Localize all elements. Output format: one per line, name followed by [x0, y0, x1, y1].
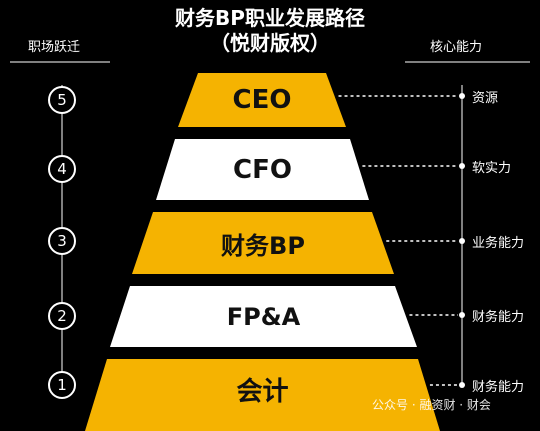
skill-connector-dot [459, 93, 465, 99]
core-skill-label: 财务能力 [472, 310, 525, 325]
skill-connectors [338, 93, 465, 388]
tier-label: CFO [233, 154, 292, 185]
tier-label: FP&A [226, 302, 301, 331]
skill-connector-dot [459, 382, 465, 388]
core-skill-label: 财务能力 [472, 380, 525, 395]
tier-label: CEO [232, 85, 292, 115]
right-column-header: 核心能力 [430, 40, 483, 55]
diagram-subtitle: （悦财版权） [210, 31, 330, 55]
step-number-badge: 2 [48, 302, 76, 330]
step-number-badge: 1 [48, 371, 76, 399]
skill-connector-dot [459, 163, 465, 169]
tier-label: 财务BP [221, 231, 305, 260]
watermark-text: 公众号 · 融资财 · 财会 [372, 398, 491, 412]
tier-shape-4 [110, 286, 417, 347]
tier-shape-5 [85, 359, 440, 431]
diagram-title: 财务BP职业发展路径 [175, 6, 365, 30]
tier-shape-2 [156, 139, 369, 200]
step-number-badge: 5 [48, 86, 76, 114]
core-skill-label: 业务能力 [472, 236, 525, 251]
tier-label: 会计 [236, 377, 289, 407]
skill-connector-dot [459, 312, 465, 318]
tier-shape-3 [132, 212, 394, 274]
left-column-header: 职场跃迁 [28, 40, 81, 55]
step-number-badge: 4 [48, 155, 76, 183]
pyramid-tiers [85, 73, 440, 431]
skill-connector-dot [459, 238, 465, 244]
step-number-badge: 3 [48, 227, 76, 255]
core-skill-label: 资源 [472, 91, 499, 106]
core-skill-label: 软实力 [472, 161, 512, 176]
tier-shape-1 [178, 73, 346, 127]
